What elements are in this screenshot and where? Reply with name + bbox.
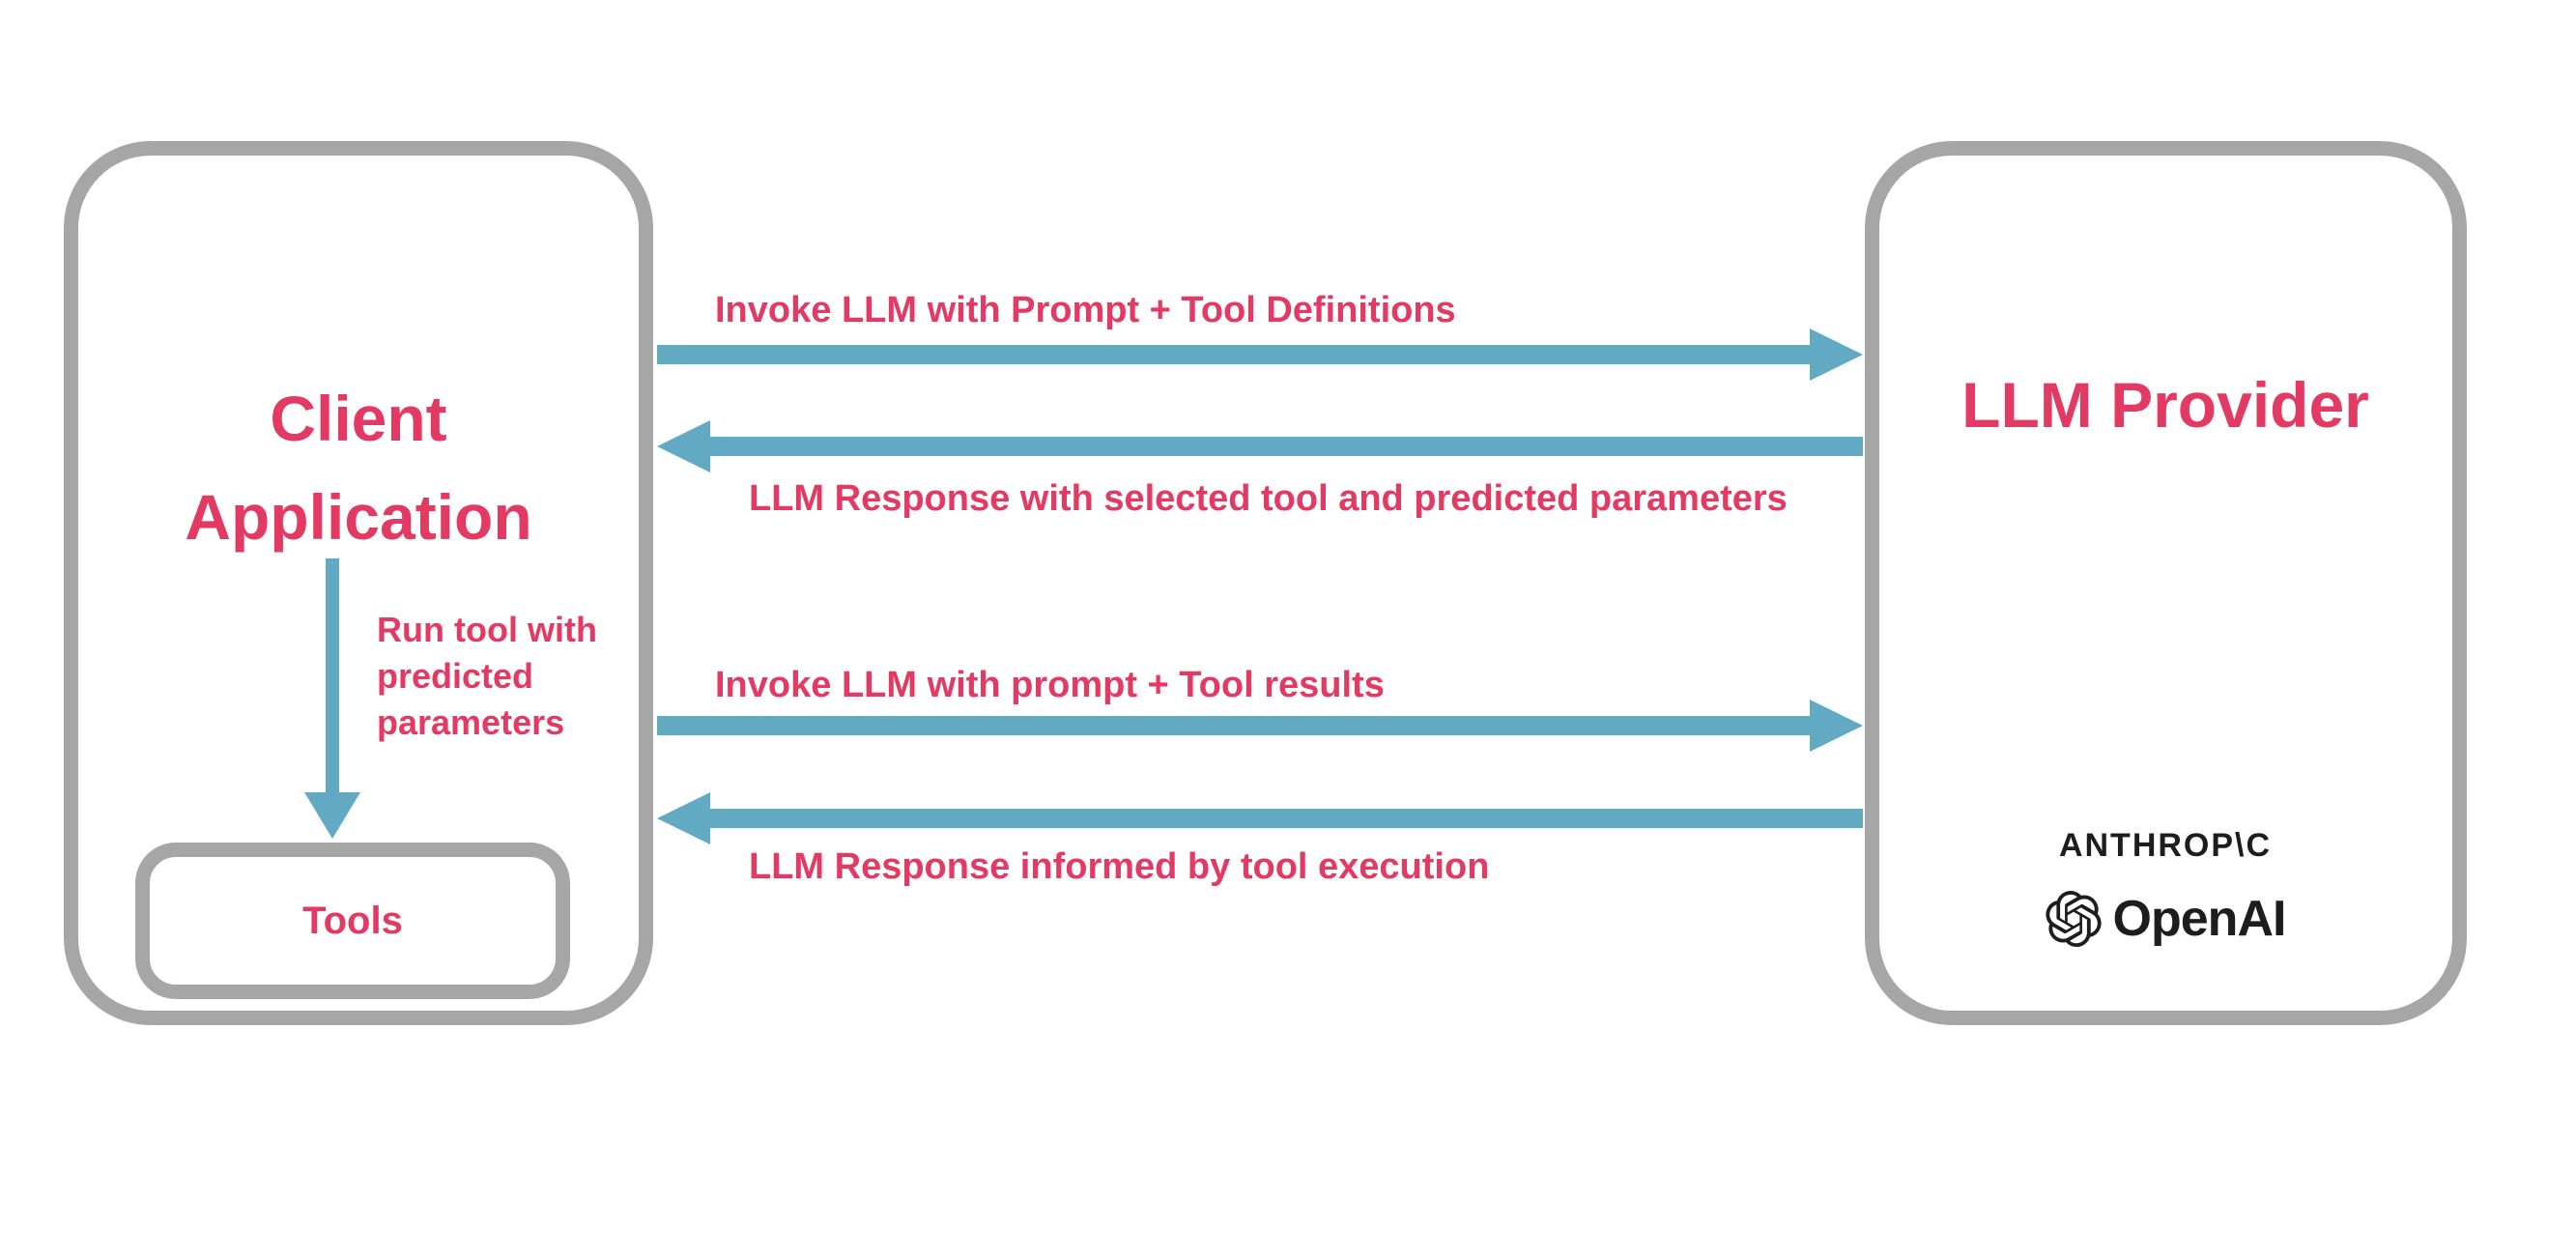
llm-provider-title: LLM Provider <box>1961 369 2369 441</box>
arrow-right-icon <box>1810 329 1863 381</box>
tools-box: Tools <box>135 843 570 999</box>
arrow-left-icon <box>657 420 710 472</box>
flow-label-response-selected-tool: LLM Response with selected tool and pred… <box>749 478 1788 519</box>
anthropic-logo: ANTHROP\C <box>2058 827 2273 864</box>
arrow-right-icon <box>1810 700 1863 752</box>
arrow-left-icon <box>657 792 710 844</box>
flow-label-response-tool-execution: LLM Response informed by tool execution <box>749 846 1490 887</box>
provider-logos: ANTHROP\C OpenAI <box>1914 827 2417 948</box>
flow-arrow-shaft <box>710 809 1863 828</box>
flow-arrow-shaft <box>657 716 1810 735</box>
flow-label-invoke-results: Invoke LLM with prompt + Tool results <box>715 665 1385 705</box>
openai-wordmark: OpenAI <box>2112 891 2287 947</box>
tools-label: Tools <box>302 899 403 942</box>
flow-arrow-shaft <box>657 345 1810 364</box>
openai-icon <box>2046 891 2102 947</box>
run-tool-arrow-shaft <box>326 558 339 792</box>
arrow-down-icon <box>304 792 360 839</box>
run-tool-label: Run tool with predicted parameters <box>377 610 597 742</box>
llm-provider-box <box>1865 141 2467 1025</box>
flow-label-invoke-definitions: Invoke LLM with Prompt + Tool Definition… <box>715 290 1456 330</box>
openai-logo: OpenAI <box>2046 890 2286 948</box>
client-application-title: Client Application <box>185 383 532 554</box>
flow-arrow-shaft <box>710 437 1863 456</box>
